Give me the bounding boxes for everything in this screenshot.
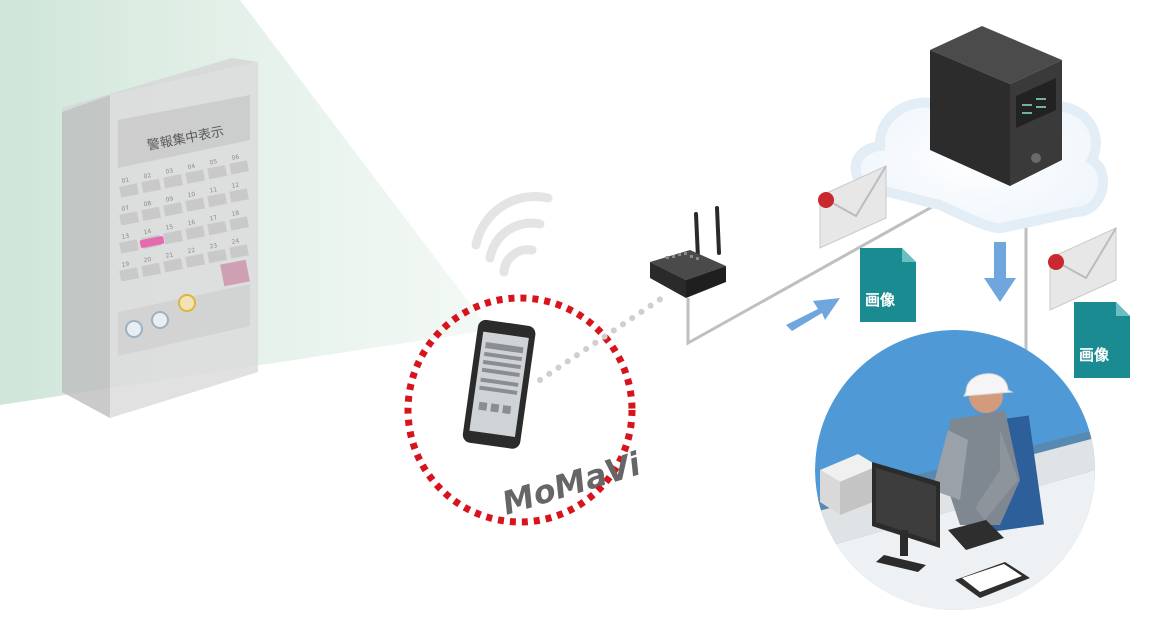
- notepad-icon: [955, 562, 1030, 598]
- network-line-router-server: [686, 196, 949, 346]
- alarm-lamp: [119, 211, 139, 226]
- wifi-signal-icon: [471, 192, 553, 277]
- image-file-icon-right: 画像: [1074, 302, 1130, 378]
- alarm-lamp-number: 19: [121, 261, 130, 269]
- alarm-lamp-number: 09: [165, 195, 174, 203]
- operator-person: [932, 373, 1045, 535]
- image-file-label-left: 画像: [865, 291, 896, 309]
- alarm-lamp: [163, 202, 183, 217]
- alarm-lamp: [185, 253, 205, 268]
- upload-arrow-icon: [786, 298, 840, 331]
- panel-button-1: [125, 320, 143, 338]
- alarm-lamp-number: 03: [165, 167, 174, 175]
- active-alarm-indicator: [139, 236, 165, 248]
- alarm-lamp: [163, 230, 183, 245]
- alarm-lamp-number: 15: [165, 223, 174, 231]
- router-icon: [650, 206, 726, 298]
- alarm-panel: 警報集中表示 010203040506070809101112131415161…: [62, 58, 258, 418]
- alarm-lamp: [163, 174, 183, 189]
- alarm-lamp-number: 07: [121, 205, 130, 213]
- alarm-lamp-number: 18: [231, 210, 240, 218]
- alarm-lamp: [207, 248, 227, 264]
- panel-buttons: [118, 284, 250, 356]
- printer-icon: [820, 454, 878, 515]
- alarm-lamp-number: 13: [121, 233, 130, 241]
- alarm-lamp: [207, 164, 227, 180]
- email-icon-left: [818, 165, 887, 249]
- image-file-icon-left: 画像: [860, 248, 916, 322]
- alarm-lamp: [141, 262, 161, 278]
- alarm-lamp-number: 06: [231, 154, 240, 162]
- device-highlight-circle: [404, 294, 636, 526]
- server-tower-icon: [930, 26, 1062, 186]
- alarm-lamp-number: 17: [209, 214, 218, 222]
- alarm-lamp: [229, 244, 249, 259]
- keyboard-icon: [948, 520, 1004, 550]
- alarm-lamp-number: 21: [165, 251, 174, 259]
- alarm-lamp-number: 02: [143, 172, 152, 180]
- alarm-lamp-number: 14: [143, 228, 152, 236]
- alarm-lamp-number: 24: [231, 238, 240, 246]
- alarm-lamp: [185, 225, 205, 240]
- alarm-lamp: [185, 197, 205, 212]
- alarm-lamp-number: 20: [143, 256, 152, 264]
- alarm-lamp: [141, 206, 161, 222]
- alarm-lamp-number: 22: [187, 247, 196, 255]
- download-arrow-icon: [984, 242, 1016, 302]
- alarm-lamp-number: 04: [187, 163, 196, 171]
- wireless-link-line: [537, 291, 671, 383]
- alarm-lamp-grid: 01 02 03 04 05 06 07 08 09 10 11 12 13 14 15 16 17 18 19 20…: [119, 154, 249, 282]
- monitor-icon: [872, 462, 940, 572]
- alarm-lamp: [185, 169, 205, 184]
- alarm-lamp: [119, 183, 139, 198]
- alarm-lamp: [119, 267, 139, 282]
- alarm-lamp-number: 08: [143, 200, 152, 208]
- alarm-lamp: [229, 216, 249, 231]
- alarm-lamp: [163, 258, 183, 273]
- panel-button-2: [151, 311, 169, 329]
- alarm-display-window: [220, 259, 250, 287]
- alarm-lamp-number: 23: [209, 242, 218, 250]
- email-icon-right: [1048, 227, 1117, 311]
- alarm-lamp-number: 10: [187, 191, 196, 199]
- alarm-lamp-number: 11: [209, 186, 218, 194]
- alarm-lamp-number: 01: [121, 177, 130, 185]
- tablet-device: [462, 319, 536, 449]
- alarm-lamp: [229, 188, 249, 203]
- alarm-lamp-number: 05: [209, 158, 218, 166]
- image-file-label-right: 画像: [1079, 346, 1110, 364]
- alarm-lamp: [207, 220, 227, 236]
- alarm-lamp: [229, 160, 249, 175]
- alarm-lamp-number: 16: [187, 219, 196, 227]
- alarm-lamp: [207, 192, 227, 208]
- panel-button-3: [178, 294, 196, 312]
- alarm-lamp-number: 12: [231, 182, 240, 190]
- alarm-lamp: [141, 178, 161, 194]
- alarm-lamp: [119, 239, 139, 254]
